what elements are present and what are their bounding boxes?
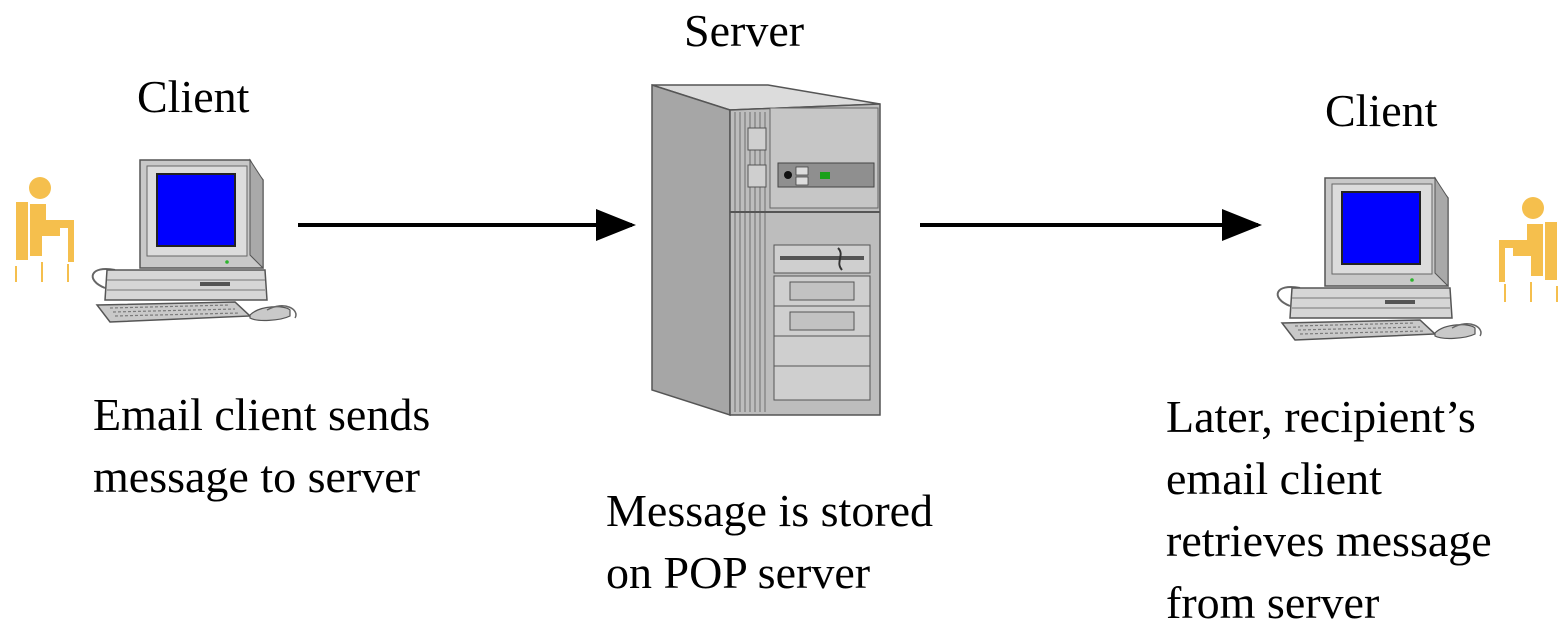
server-title: Server (684, 5, 805, 56)
caption-line: Later, recipient’s (1166, 391, 1476, 442)
right-client-caption: Later, recipient’s email client retrieve… (1166, 386, 1492, 634)
right-client-title: Client (1325, 85, 1438, 136)
caption-line: Email client sends (93, 389, 431, 440)
left-person-icon (9, 176, 81, 283)
caption-line: on POP server (606, 547, 871, 598)
left-client-caption: Email client sends message to server (93, 384, 430, 508)
right-person-icon (1492, 196, 1564, 303)
left-computer-icon (91, 159, 297, 323)
server-icon (651, 83, 881, 417)
server-caption: Message is stored on POP server (606, 480, 933, 604)
left-client-title: Client (137, 71, 250, 122)
caption-line: from server (1166, 577, 1380, 628)
caption-line: Message is stored (606, 485, 934, 536)
caption-line: email client (1166, 453, 1382, 504)
caption-line: retrieves message (1166, 515, 1492, 566)
right-computer-icon (1276, 177, 1482, 341)
caption-line: message to server (93, 451, 420, 502)
